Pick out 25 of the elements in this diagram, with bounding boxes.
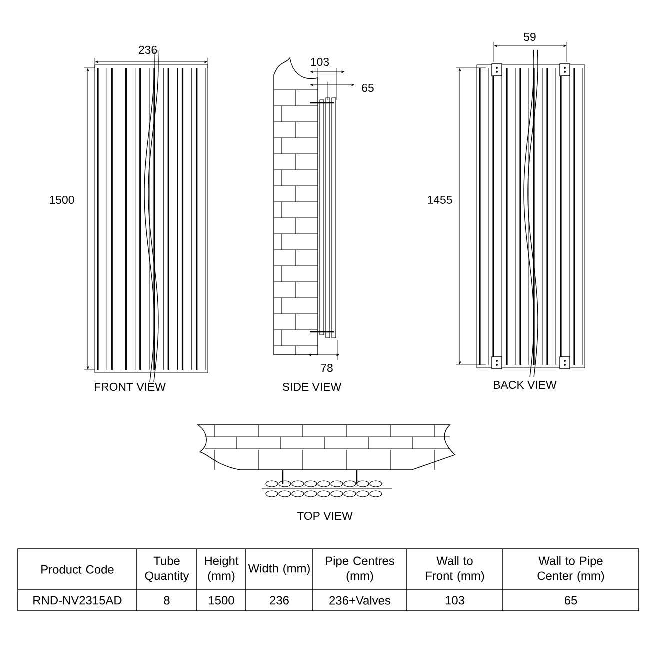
table-cell: RND-NV2315AD — [34, 596, 122, 605]
table-cell: 103 — [446, 596, 464, 605]
table-cell: Tube Quantity — [145, 556, 190, 583]
table-cell: Wall to Pipe Center (mm) — [538, 556, 604, 583]
table-cell: 1500 — [209, 596, 234, 605]
table-cell: Height (mm) — [205, 556, 239, 583]
dimension-label: 59 — [524, 32, 536, 42]
dimension-label: 1455 — [428, 196, 452, 204]
dimension-label: 78 — [321, 364, 333, 372]
view-label: FRONT VIEW — [94, 382, 166, 392]
dimension-label: 236 — [139, 46, 158, 54]
table-cell: Width (mm) — [248, 564, 310, 576]
table-cell: 8 — [164, 596, 170, 605]
dimension-label: 65 — [362, 84, 374, 92]
table-cell: Wall to Front (mm) — [426, 556, 484, 583]
table-cell: 65 — [564, 596, 578, 605]
view-label: TOP VIEW — [297, 512, 353, 520]
table-cell: 236 — [270, 596, 289, 605]
view-label: BACK VIEW — [494, 380, 557, 390]
table-cell: Pipe Centres (mm) — [326, 556, 394, 583]
table-cell: 236+Valves — [330, 596, 391, 605]
dimension-label: 103 — [311, 58, 330, 66]
dimension-label: 1500 — [50, 196, 74, 204]
view-label: SIDE VIEW — [282, 382, 342, 392]
table-cell: Product Code — [42, 565, 114, 574]
